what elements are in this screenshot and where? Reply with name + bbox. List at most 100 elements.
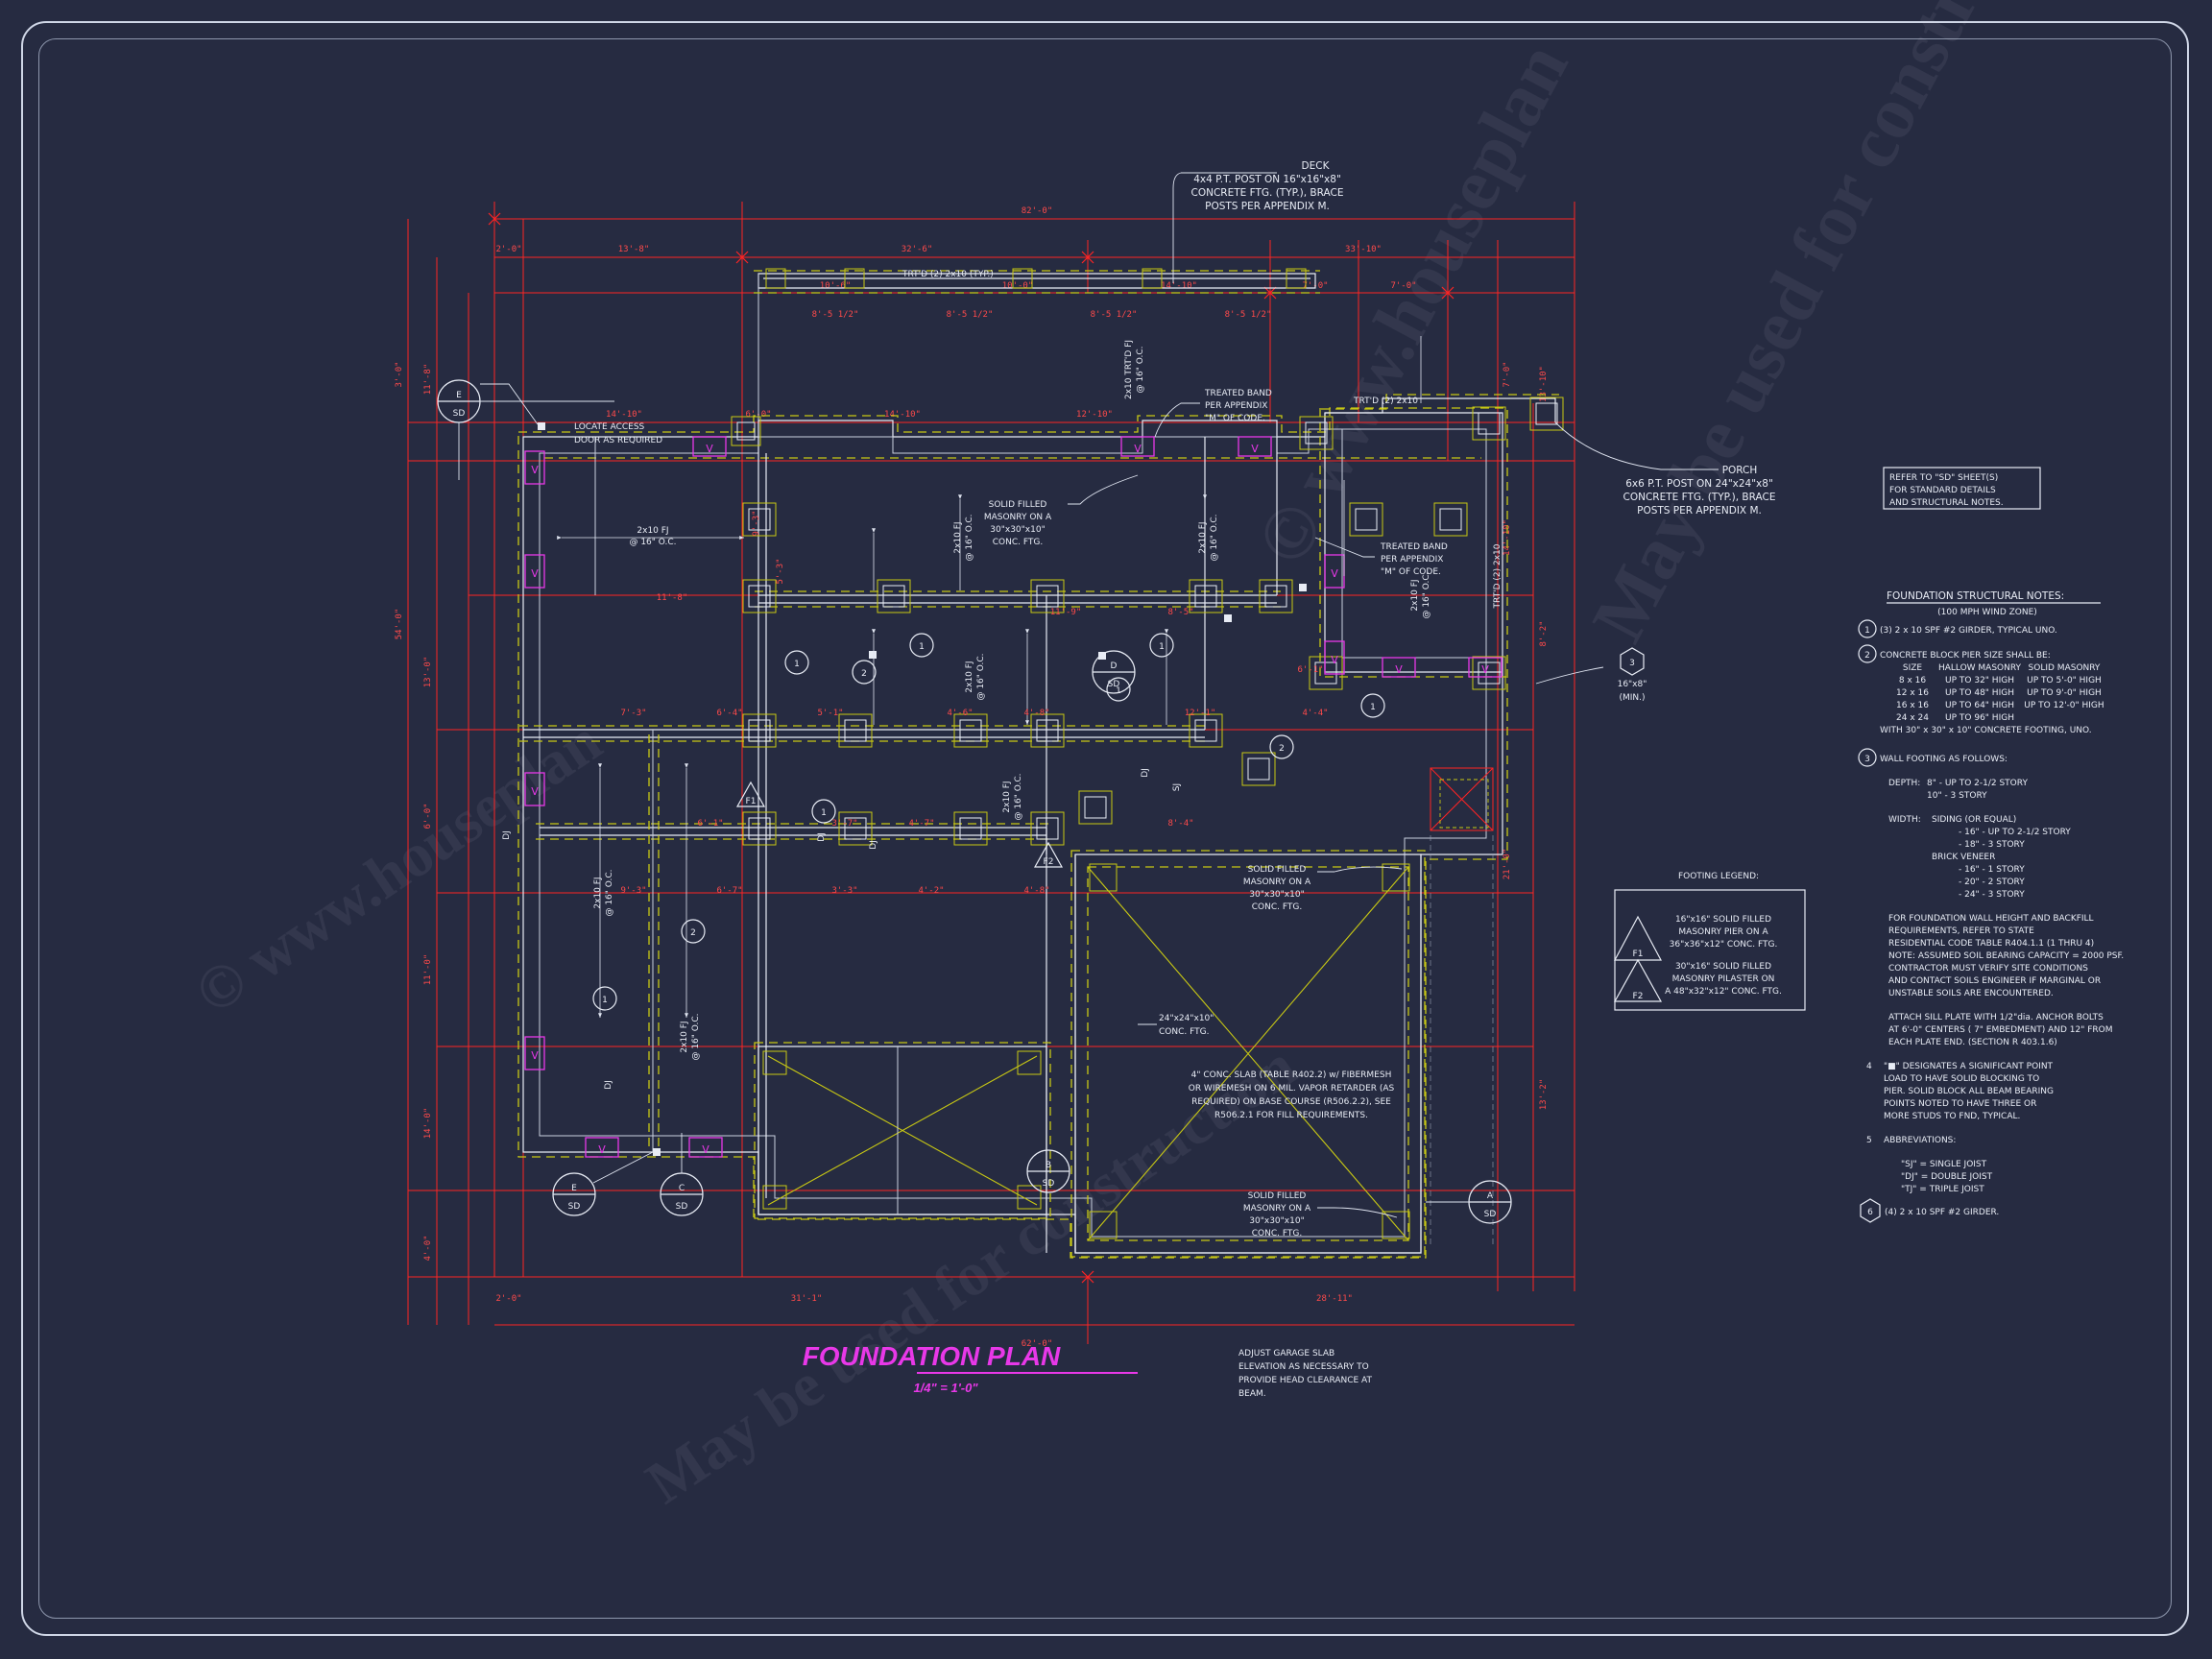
sheet-border-inner bbox=[38, 38, 2172, 1619]
svg-text:13'-10": 13'-10" bbox=[1539, 366, 1549, 402]
svg-text:MASONRY ON A: MASONRY ON A bbox=[1243, 1204, 1311, 1214]
svg-text:14'-10": 14'-10" bbox=[1161, 281, 1197, 291]
svg-text:MASONRY PIER ON A: MASONRY PIER ON A bbox=[1678, 927, 1768, 937]
svg-text:6'-4": 6'-4" bbox=[716, 709, 742, 718]
svg-text:@ 16" O.C.: @ 16" O.C. bbox=[1422, 571, 1431, 618]
svg-text:AND STRUCTURAL NOTES.: AND STRUCTURAL NOTES. bbox=[1889, 498, 2004, 508]
svg-text:14'-10": 14'-10" bbox=[606, 410, 642, 420]
svg-text:6'-7": 6'-7" bbox=[716, 886, 742, 896]
svg-text:3'-3": 3'-3" bbox=[831, 886, 857, 896]
svg-text:36"x36"x12" CONC. FTG.: 36"x36"x12" CONC. FTG. bbox=[1670, 940, 1778, 950]
svg-text:OR WIREMESH ON 6 MIL. VAPOR RE: OR WIREMESH ON 6 MIL. VAPOR RETARDER (AS bbox=[1189, 1084, 1395, 1094]
svg-text:CONCRETE BLOCK PIER SIZE SHALL: CONCRETE BLOCK PIER SIZE SHALL BE: bbox=[1880, 651, 2051, 661]
svg-text:32'-6": 32'-6" bbox=[902, 245, 933, 254]
treated-beam-labels: TRT'D (2) 2x10 (TYP.) TRT'D (2) 2x10 2x1… bbox=[902, 270, 1418, 406]
svg-text:2x10 FJ: 2x10 FJ bbox=[637, 526, 668, 536]
svg-text:UP TO 48" HIGH: UP TO 48" HIGH bbox=[1945, 688, 2014, 698]
svg-text:5: 5 bbox=[1866, 1136, 1872, 1145]
svg-text:PROVIDE HEAD CLEARANCE AT: PROVIDE HEAD CLEARANCE AT bbox=[1238, 1376, 1373, 1385]
svg-text:@ 16" O.C.: @ 16" O.C. bbox=[691, 1013, 701, 1060]
svg-text:8 x 16: 8 x 16 bbox=[1899, 676, 1927, 685]
svg-text:28'-11": 28'-11" bbox=[1316, 1294, 1353, 1304]
callout-porch: PORCH 6x6 P.T. POST ON 24"x24"x8" CONCRE… bbox=[1554, 421, 1775, 517]
girder-tags: 1 2 1 1 2 1 1 2 1 1 F1 F2 bbox=[592, 633, 1385, 1011]
svg-text:PORCH: PORCH bbox=[1722, 465, 1758, 476]
svg-text:PER APPENDIX: PER APPENDIX bbox=[1381, 555, 1443, 565]
svg-text:- 16" - 1 STORY: - 16" - 1 STORY bbox=[1959, 865, 2025, 875]
svg-text:31'-1": 31'-1" bbox=[791, 1294, 823, 1304]
svg-text:DEPTH:: DEPTH: bbox=[1888, 779, 1920, 788]
svg-text:DECK: DECK bbox=[1302, 160, 1331, 172]
svg-text:@ 16" O.C.: @ 16" O.C. bbox=[1136, 346, 1145, 393]
svg-text:2x10 FJ: 2x10 FJ bbox=[1198, 521, 1208, 553]
svg-text:30"x30"x10": 30"x30"x10" bbox=[1249, 1216, 1304, 1226]
svg-text:30"x30"x10": 30"x30"x10" bbox=[990, 525, 1045, 535]
svg-text:4x4 P.T. POST ON 16"x16"x8": 4x4 P.T. POST ON 16"x16"x8" bbox=[1193, 174, 1341, 185]
svg-text:7'-0": 7'-0" bbox=[1503, 361, 1512, 387]
callout-slab-note: 4" CONC. SLAB (TABLE R402.2) w/ FIBERMES… bbox=[1189, 1070, 1395, 1120]
svg-text:6'-1": 6'-1" bbox=[697, 819, 723, 829]
svg-text:DJ: DJ bbox=[1141, 768, 1150, 778]
svg-text:4'-8": 4'-8" bbox=[1023, 709, 1049, 718]
svg-text:A: A bbox=[1487, 1191, 1494, 1201]
svg-text:V: V bbox=[702, 1143, 709, 1156]
svg-text:16"x16" SOLID FILLED: 16"x16" SOLID FILLED bbox=[1675, 915, 1771, 925]
svg-text:D: D bbox=[1111, 661, 1118, 671]
svg-text:FOR FOUNDATION WALL HEIGHT AND: FOR FOUNDATION WALL HEIGHT AND BACKFILL bbox=[1888, 914, 2094, 924]
svg-text:UP TO 12'-0" HIGH: UP TO 12'-0" HIGH bbox=[2024, 701, 2104, 710]
svg-text:V: V bbox=[531, 785, 539, 798]
structural-note-1: 1 (3) 2 x 10 SPF #2 GIRDER, TYPICAL UNO. bbox=[1858, 619, 2057, 638]
svg-text:21'-0": 21'-0" bbox=[1503, 849, 1512, 880]
svg-text:"M" OF CODE.: "M" OF CODE. bbox=[1381, 567, 1441, 577]
svg-text:6: 6 bbox=[1867, 1208, 1873, 1217]
svg-text:13'-8": 13'-8" bbox=[618, 245, 650, 254]
plan-scale: 1/4" = 1'-0" bbox=[913, 1381, 978, 1395]
svg-text:2x10 FJ: 2x10 FJ bbox=[1410, 579, 1420, 611]
legend-item-f1: F1 16"x16" SOLID FILLED MASONRY PIER ON … bbox=[1614, 915, 1778, 961]
svg-text:2x10 FJ: 2x10 FJ bbox=[1002, 781, 1012, 812]
svg-text:2: 2 bbox=[861, 669, 867, 679]
svg-text:- 20" - 2 STORY: - 20" - 2 STORY bbox=[1959, 878, 2025, 887]
svg-text:SOLID MASONRY: SOLID MASONRY bbox=[2029, 663, 2101, 673]
svg-text:MASONRY PILASTER ON: MASONRY PILASTER ON bbox=[1672, 974, 1775, 984]
svg-text:V: V bbox=[531, 464, 539, 476]
svg-text:10'-6": 10'-6" bbox=[820, 281, 852, 291]
svg-text:1: 1 bbox=[602, 996, 608, 1005]
callout-min-footing: 3 16"x8" (MIN.) bbox=[1535, 647, 1647, 703]
svg-text:MASONRY ON A: MASONRY ON A bbox=[984, 513, 1052, 522]
svg-text:REQUIREMENTS, REFER TO STATE: REQUIREMENTS, REFER TO STATE bbox=[1888, 926, 2034, 936]
svg-text:EACH PLATE END. (SECTION R 403: EACH PLATE END. (SECTION R 403.1.6) bbox=[1888, 1038, 2057, 1047]
svg-text:ELEVATION AS NECESSARY TO: ELEVATION AS NECESSARY TO bbox=[1238, 1362, 1369, 1372]
svg-text:@ 16" O.C.: @ 16" O.C. bbox=[1014, 773, 1023, 820]
svg-text:UP TO 9'-0" HIGH: UP TO 9'-0" HIGH bbox=[2027, 688, 2102, 698]
svg-text:V: V bbox=[598, 1143, 606, 1156]
callout-deck: DECK 4x4 P.T. POST ON 16"x16"x8" CONCRET… bbox=[1172, 160, 1343, 283]
svg-text:V: V bbox=[1331, 567, 1338, 580]
svg-text:F1: F1 bbox=[746, 797, 757, 806]
svg-text:ATTACH SILL PLATE WITH 1/2"dia: ATTACH SILL PLATE WITH 1/2"dia. ANCHOR B… bbox=[1888, 1013, 2104, 1022]
structural-note-4: 4 "■" DESIGNATES A SIGNIFICANT POINT LOA… bbox=[1866, 1062, 2054, 1121]
svg-text:2x10 FJ: 2x10 FJ bbox=[965, 661, 974, 692]
svg-text:POSTS PER APPENDIX M.: POSTS PER APPENDIX M. bbox=[1205, 201, 1330, 212]
svg-text:8'-2": 8'-2" bbox=[1539, 620, 1549, 646]
svg-text:4: 4 bbox=[1866, 1062, 1872, 1071]
svg-text:SOLID FILLED: SOLID FILLED bbox=[1248, 1191, 1307, 1201]
svg-text:3: 3 bbox=[1629, 659, 1635, 668]
svg-text:UP TO 5'-0" HIGH: UP TO 5'-0" HIGH bbox=[2027, 676, 2102, 685]
svg-text:DJ: DJ bbox=[502, 830, 512, 840]
svg-text:V: V bbox=[1134, 443, 1142, 455]
svg-text:30"x16" SOLID FILLED: 30"x16" SOLID FILLED bbox=[1675, 962, 1771, 972]
svg-text:4'-7": 4'-7" bbox=[908, 819, 934, 829]
svg-text:FOUNDATION STRUCTURAL NOTES:: FOUNDATION STRUCTURAL NOTES: bbox=[1887, 590, 2064, 602]
svg-text:9'-3": 9'-3" bbox=[752, 510, 761, 536]
svg-text:C: C bbox=[679, 1184, 685, 1193]
svg-text:F1: F1 bbox=[1633, 950, 1644, 959]
svg-text:16"x8": 16"x8" bbox=[1618, 680, 1647, 689]
svg-text:SIDING (OR EQUAL): SIDING (OR EQUAL) bbox=[1932, 815, 2016, 825]
svg-text:4'-8": 4'-8" bbox=[1023, 886, 1049, 896]
masonry-piers bbox=[538, 268, 1564, 1239]
svg-text:"DJ" = DOUBLE JOIST: "DJ" = DOUBLE JOIST bbox=[1901, 1172, 1993, 1182]
structural-note-5: 5 ABBREVIATIONS: "SJ" = SINGLE JOIST "DJ… bbox=[1866, 1136, 1993, 1194]
svg-text:AND CONTACT SOILS ENGINEER IF: AND CONTACT SOILS ENGINEER IF MARGINAL O… bbox=[1888, 976, 2101, 986]
svg-text:TREATED BAND: TREATED BAND bbox=[1380, 542, 1448, 552]
